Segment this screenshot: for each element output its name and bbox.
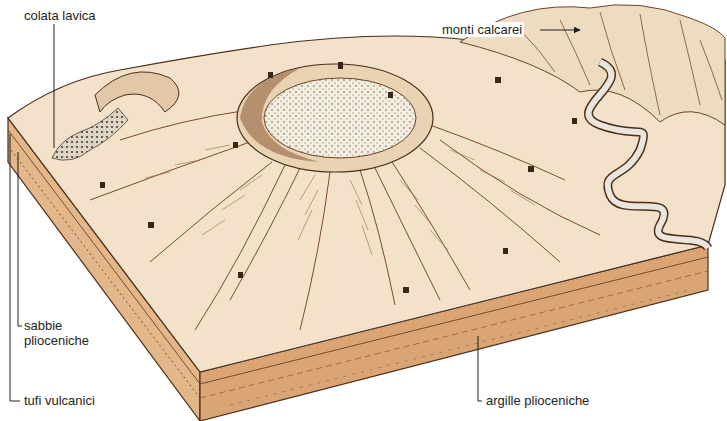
illustration-part <box>237 64 433 172</box>
layer-label: argille plioceniche <box>484 393 591 408</box>
illustration-part <box>540 30 580 31</box>
illustration-part <box>520 12 722 115</box>
illustration-part <box>100 182 105 188</box>
illustration-part <box>150 162 272 262</box>
illustration-part <box>54 24 55 148</box>
illustration-part <box>95 72 179 112</box>
illustration-part <box>700 40 722 100</box>
layer-label: monti calcarei <box>440 22 524 37</box>
illustration-part <box>195 165 285 330</box>
illustration-part <box>264 78 416 158</box>
illustration-part <box>268 72 273 78</box>
illustration-part <box>90 142 250 200</box>
illustration-part <box>588 62 708 248</box>
illustration-part <box>298 175 318 240</box>
illustration-part <box>350 180 372 255</box>
illustration-part <box>338 62 343 69</box>
illustration-part <box>10 24 580 401</box>
illustration-part <box>10 134 20 401</box>
illustration-part <box>403 287 409 293</box>
illustration-part <box>202 175 262 235</box>
illustration-part <box>478 336 482 401</box>
illustration-part <box>52 108 128 160</box>
illustration-part <box>572 118 577 124</box>
illustration-part <box>388 92 393 98</box>
illustration-part <box>375 168 440 300</box>
illustration-part <box>430 125 565 180</box>
illustration-part <box>145 145 230 178</box>
layer-label: tufi vulcanici <box>22 393 97 408</box>
illustration-part <box>230 168 300 300</box>
illustration-part <box>495 77 501 83</box>
illustration-part <box>640 14 660 115</box>
illustration-part <box>440 140 600 235</box>
illustration-part <box>680 20 700 105</box>
illustration-part <box>120 110 248 140</box>
layer-label: colata lavica <box>22 8 98 23</box>
illustration-part <box>450 150 535 205</box>
illustration-part <box>18 152 22 326</box>
illustration-part <box>100 62 577 293</box>
illustration-part <box>360 170 395 305</box>
layer-label: sabbie plioceniche <box>22 318 110 348</box>
illustration-part <box>400 180 448 250</box>
illustration-part <box>238 272 243 278</box>
illustration-part <box>588 62 708 248</box>
illustration-part <box>528 166 534 172</box>
illustration-part <box>520 30 555 72</box>
illustration-part <box>503 248 508 254</box>
illustration-part <box>233 142 238 148</box>
illustration-part <box>148 222 154 228</box>
